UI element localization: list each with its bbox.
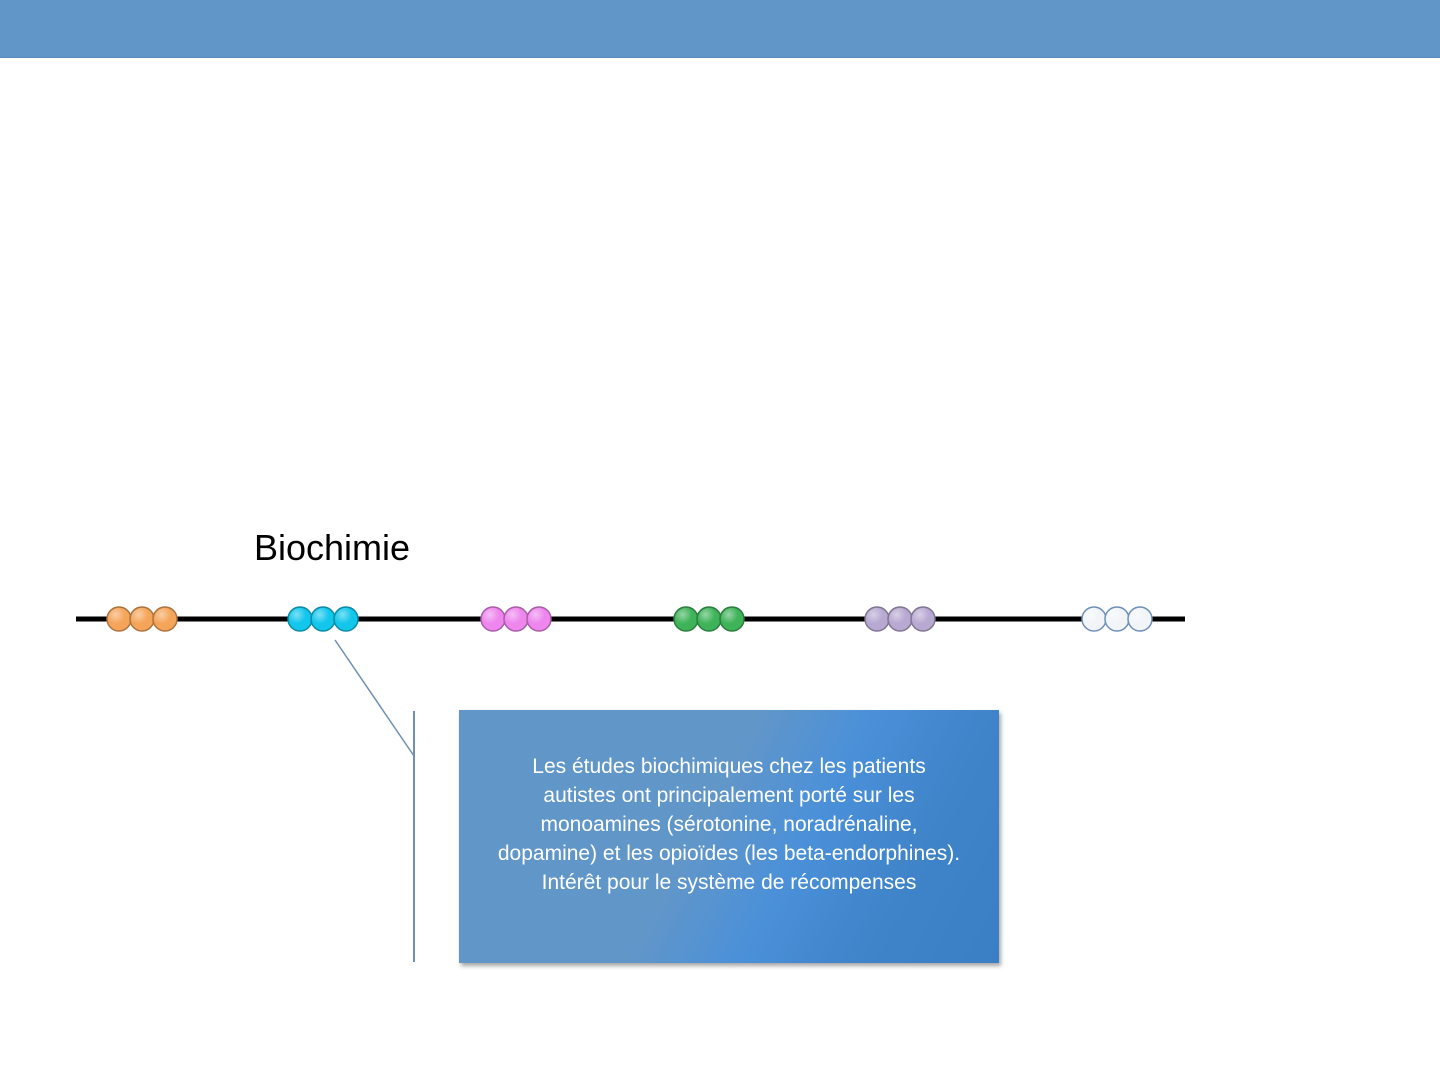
- header-band: [0, 0, 1440, 58]
- section-title: Biochimie: [254, 527, 411, 568]
- timeline-group-3: [480, 606, 552, 632]
- timeline-dot-shine: [131, 608, 153, 630]
- timeline-dot-shine: [335, 608, 357, 630]
- timeline-group-5: [864, 606, 936, 632]
- timeline-dot-shine: [154, 608, 176, 630]
- timeline-group-2: [287, 606, 359, 632]
- timeline-dot-shine: [482, 608, 504, 630]
- timeline-group-1: [106, 606, 178, 632]
- timeline-group-4: [673, 606, 745, 632]
- callout-box: Les études biochimiques chez les patient…: [459, 710, 999, 963]
- timeline-dot-shine: [889, 608, 911, 630]
- timeline-dot-shine: [528, 608, 550, 630]
- timeline-dot-shine: [721, 608, 743, 630]
- timeline-dot-shine: [1106, 608, 1128, 630]
- timeline-dot-shine: [698, 608, 720, 630]
- timeline-dot-shine: [866, 608, 888, 630]
- timeline-dot-shine: [912, 608, 934, 630]
- timeline-dot-groups: [106, 606, 1153, 632]
- callout-text: Les études biochimiques chez les patient…: [497, 755, 961, 894]
- timeline-dot-shine: [108, 608, 130, 630]
- timeline-dot-shine: [675, 608, 697, 630]
- timeline-dot-shine: [312, 608, 334, 630]
- timeline-dot-shine: [289, 608, 311, 630]
- timeline-dot-shine: [1129, 608, 1151, 630]
- callout-pointer-line: [334, 639, 415, 757]
- timeline-group-6: [1081, 606, 1153, 632]
- timeline-dot-shine: [505, 608, 527, 630]
- timeline-dot-shine: [1083, 608, 1105, 630]
